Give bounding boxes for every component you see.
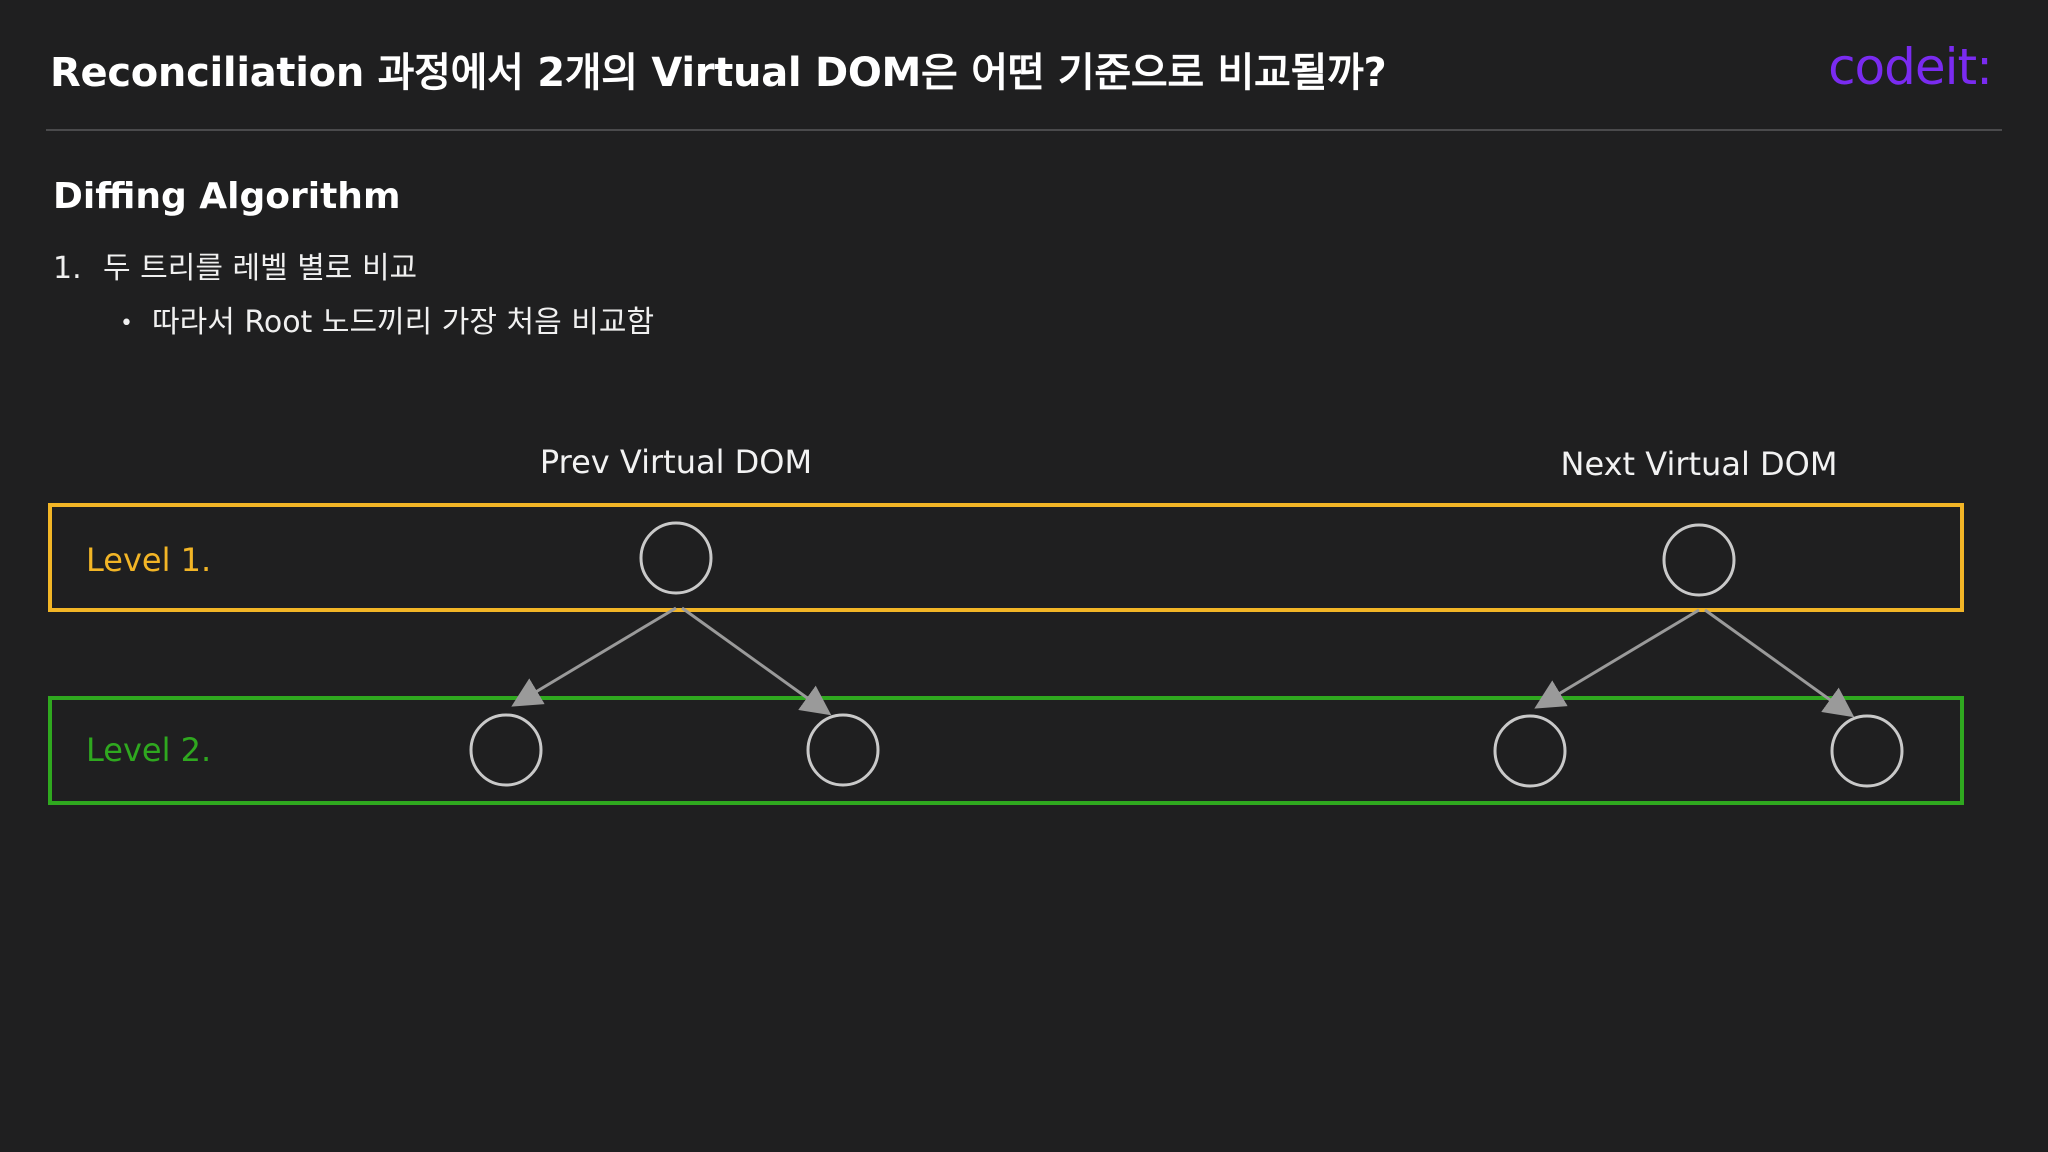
next-edge-right bbox=[1704, 608, 1855, 718]
codeit-logo: codeit: bbox=[1828, 38, 1993, 96]
title-divider bbox=[46, 129, 2002, 131]
level-2-label: Level 2. bbox=[86, 731, 212, 769]
section-heading: Diffing Algorithm bbox=[53, 176, 401, 217]
list-number: 1. bbox=[53, 251, 82, 286]
bullet-icon: • bbox=[120, 311, 133, 336]
next-root-node bbox=[1662, 523, 1736, 597]
sub-list-item: • 따라서 Root 노드끼리 가장 처음 비교함 bbox=[120, 297, 654, 341]
next-edge-left bbox=[1534, 608, 1700, 709]
slide-title: Reconciliation 과정에서 2개의 Virtual DOM은 어떤 … bbox=[50, 50, 1387, 96]
prev-tree bbox=[469, 521, 880, 787]
prev-edge-right bbox=[681, 606, 832, 716]
next-tree bbox=[1493, 523, 1904, 788]
prev-virtual-dom-label: Prev Virtual DOM bbox=[539, 443, 813, 481]
next-child-node-left bbox=[1493, 714, 1567, 788]
list-item-text: 두 트리를 레벨 별로 비교 bbox=[103, 251, 418, 286]
next-virtual-dom-label: Next Virtual DOM bbox=[1560, 445, 1838, 483]
prev-child-node-right bbox=[806, 713, 880, 787]
prev-child-node-left bbox=[469, 713, 543, 787]
level-2-box bbox=[48, 696, 1964, 805]
sub-list-item-text: 따라서 Root 노드끼리 가장 처음 비교함 bbox=[152, 305, 655, 340]
level-1-label: Level 1. bbox=[86, 541, 212, 579]
next-child-node-right bbox=[1830, 714, 1904, 788]
level-1-box bbox=[48, 503, 1964, 612]
list-item-1: 1. 두 트리를 레벨 별로 비교 bbox=[53, 243, 417, 287]
prev-edge-left bbox=[511, 606, 677, 707]
prev-root-node bbox=[639, 521, 713, 595]
